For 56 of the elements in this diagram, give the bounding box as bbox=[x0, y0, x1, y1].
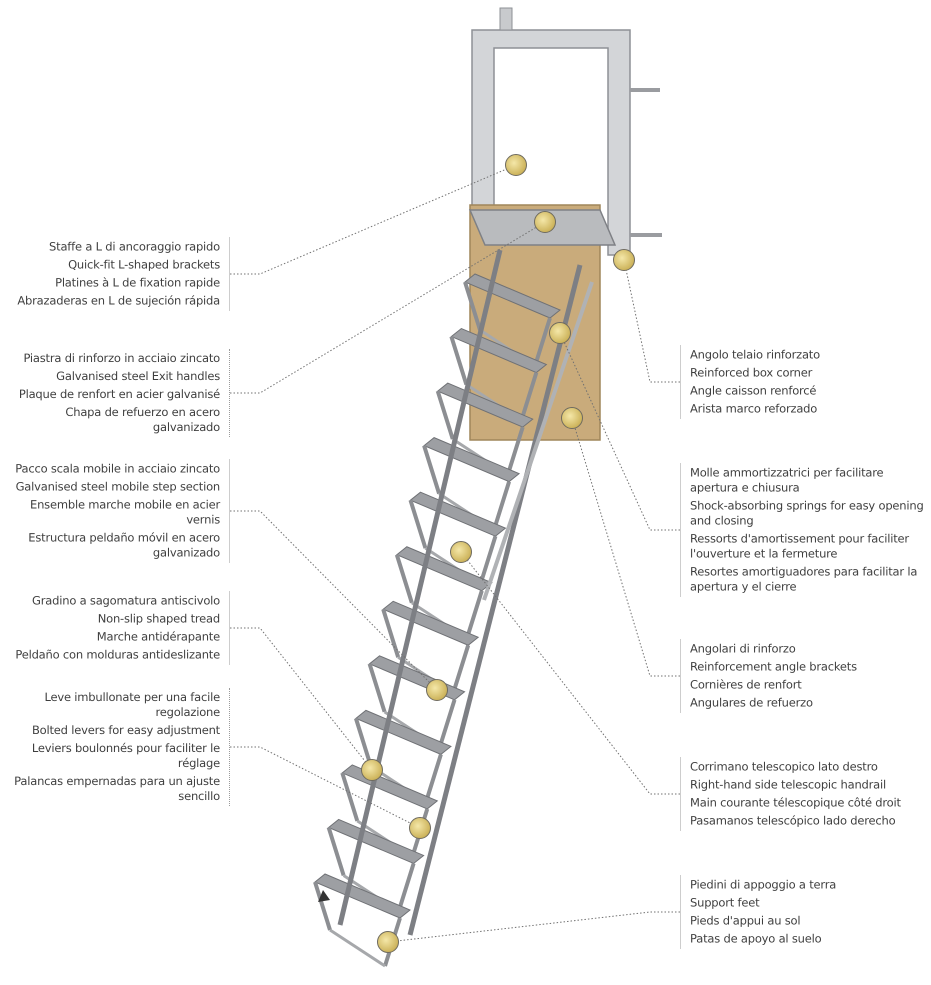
callout-text: Platines à L de fixation rapide bbox=[54, 276, 220, 290]
callout-text: Leve imbullonate per una facile regolazione bbox=[43, 690, 220, 720]
callout-text: Plaque de renfort en acier galvanisé bbox=[18, 387, 220, 402]
marker-dot bbox=[409, 817, 431, 839]
callout-text: Bolted levers for easy adjustment bbox=[30, 723, 220, 738]
leader-line bbox=[626, 270, 680, 382]
leader-line bbox=[398, 912, 680, 942]
callout-text: Ressorts d'amortissement pour faciliter l'ouverture et la fermeture bbox=[690, 532, 910, 562]
callout-text: Marche antidérapante bbox=[96, 630, 220, 644]
marker-dot bbox=[505, 154, 527, 176]
leader-line bbox=[230, 628, 366, 762]
callout-text: Reinforcement angle brackets bbox=[690, 660, 858, 674]
callout-text: Angolo telaio rinforzato bbox=[690, 348, 821, 362]
marker-dot bbox=[377, 931, 399, 953]
callout-text: Peldaño con molduras antideslizante bbox=[14, 648, 220, 662]
callout-text: Support feet bbox=[690, 896, 760, 910]
callout-text: Estructura peldaño móvil en acero galvanizado bbox=[27, 530, 220, 560]
callout-text: Corrimano telescopico lato destro bbox=[690, 760, 879, 774]
callout-text: Shock-absorbing springs for easy opening and closing bbox=[690, 498, 925, 528]
callout-text: Galvanised steel Exit handles bbox=[55, 369, 220, 384]
callout-text: Gradino a sagomatura antiscivolo bbox=[31, 594, 220, 608]
callout-text: Abrazaderas en L de sujeción rápida bbox=[16, 294, 220, 308]
leader-line bbox=[574, 428, 680, 676]
callout-text: Palancas empernadas para un ajuste sencillo bbox=[13, 774, 220, 804]
leader-line bbox=[230, 746, 411, 824]
callout-text: Patas de apoyo al suelo bbox=[690, 932, 822, 946]
callout-text: Angulares de refuerzo bbox=[690, 696, 814, 710]
marker-dot bbox=[426, 679, 448, 701]
callout-text: Cornières de renfort bbox=[690, 678, 803, 692]
leader-line bbox=[230, 510, 430, 683]
callout-text: Pieds d'appui au sol bbox=[690, 914, 802, 928]
callout-text: Arista marco reforzado bbox=[690, 402, 818, 416]
callout-text: Piastra di rinforzo in acciaio zincato bbox=[22, 351, 220, 366]
callout-text: Staffe a L di ancoraggio rapido bbox=[48, 240, 220, 254]
callout-text: Pacco scala mobile in acciaio zincato bbox=[14, 462, 220, 476]
marker-dot bbox=[613, 249, 635, 271]
callout-text: Piedini di appoggio a terra bbox=[690, 878, 838, 892]
callout-text: Quick-fit L-shaped brackets bbox=[67, 258, 220, 272]
callout-text: Resortes amortiguadores para facilitar la apertura y el cierre bbox=[690, 564, 918, 594]
leader-line bbox=[467, 560, 680, 794]
leader-line bbox=[230, 168, 506, 274]
callout-text: Right-hand side telescopic handrail bbox=[690, 778, 887, 792]
leader-line bbox=[230, 227, 536, 394]
callout-text: Galvanised steel mobile step section bbox=[14, 480, 220, 494]
callout-text: Reinforced box corner bbox=[690, 366, 814, 380]
leader-line bbox=[564, 342, 680, 530]
callout-text: Angolari di rinforzo bbox=[690, 642, 797, 656]
callout-text: Leviers boulonnés pour faciliter le réglage bbox=[30, 741, 220, 771]
callout-text: Ensemble marche mobile en acier vernis bbox=[29, 498, 220, 528]
callout-text: Main courante télescopique côté droit bbox=[690, 796, 902, 810]
callout-text: Molle ammortizzatrici per facilitare apertura e chiusura bbox=[690, 466, 884, 496]
callout-text: Pasamanos telescópico lado derecho bbox=[690, 814, 896, 828]
marker-dot bbox=[450, 541, 472, 563]
callout-text: Non-slip shaped tread bbox=[96, 612, 220, 626]
callout-text: Angle caisson renforcé bbox=[690, 384, 818, 398]
callout-text: Chapa de refuerzo en acero galvanizado bbox=[64, 405, 220, 435]
